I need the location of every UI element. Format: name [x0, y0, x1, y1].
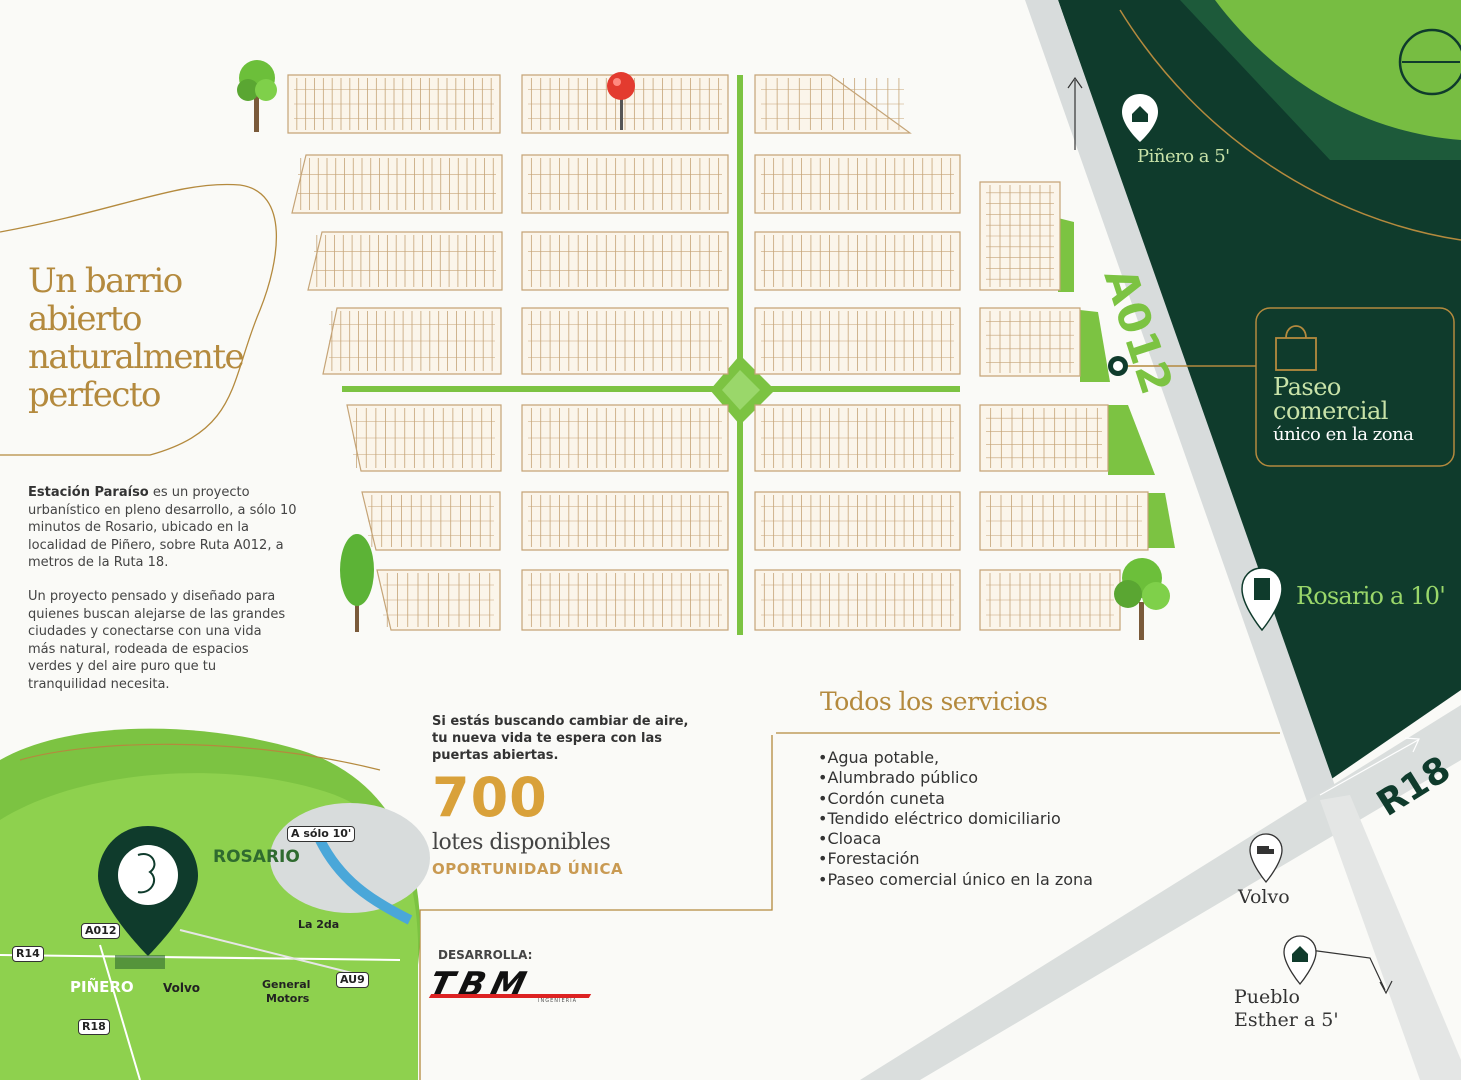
pinero-city-label: PIÑERO: [70, 978, 134, 996]
lot-block: [754, 569, 961, 631]
commercial-subtitle: único en la zona: [1273, 424, 1414, 445]
home-pin-icon: [1283, 935, 1317, 986]
tree-icon: [1114, 558, 1170, 640]
volvo-label: Volvo: [1238, 886, 1290, 908]
lot-block: [754, 404, 961, 472]
service-item: •Agua potable,: [818, 748, 940, 767]
developer-label: DESARROLLA:: [438, 948, 533, 962]
gm-map-label-2: Motors: [266, 992, 310, 1005]
lot-block: [979, 307, 1081, 377]
lot-block: [521, 231, 729, 291]
lot-block: [521, 491, 729, 551]
rosario-distance-badge: A sólo 10': [287, 826, 356, 842]
description-paragraph-1: Estación Paraíso es un proyecto urbaníst…: [28, 484, 298, 572]
headline-line: naturalmente: [28, 337, 245, 377]
lot-block: [322, 307, 502, 375]
lot-block: [346, 404, 502, 472]
services-list: •Agua potable, •Alumbrado público •Cordó…: [818, 748, 1093, 890]
lot-block: [754, 74, 912, 134]
description-paragraph-2: Un proyecto pensado y diseñado para quie…: [28, 589, 286, 692]
lot-block: [979, 404, 1109, 472]
building-pin-icon: [1241, 567, 1283, 632]
headline-line: Un barrio: [28, 261, 183, 301]
lot-block: [754, 154, 961, 214]
lot-block: [291, 154, 503, 214]
pueblo-esther-line1: Pueblo: [1234, 986, 1300, 1008]
lot-block: [361, 491, 501, 551]
lot-block: [521, 307, 729, 375]
location-pin-icon: [98, 826, 198, 956]
lot-block: [521, 154, 729, 214]
lot-block: [979, 569, 1121, 631]
service-item: •Forestación: [818, 849, 920, 869]
truck-pin-icon: [1249, 833, 1283, 884]
lot-block: [376, 569, 501, 631]
lot-block: [754, 231, 961, 291]
lots-count: 700: [432, 766, 548, 829]
call-to-action-text: Si estás buscando cambiar de aire, tu nu…: [432, 714, 689, 763]
home-pin-icon: [1122, 94, 1158, 142]
services-title: Todos los servicios: [820, 687, 1048, 716]
pinero-distance: Piñero a 5': [1137, 146, 1230, 167]
opportunity-label: OPORTUNIDAD ÚNICA: [432, 860, 624, 878]
road-badge-au9: AU9: [336, 972, 369, 988]
tree-icon: [340, 534, 374, 632]
headline-line: abierto: [28, 299, 142, 339]
service-item: •Alumbrado público: [818, 768, 979, 788]
road-badge-r14: R14: [12, 946, 44, 962]
road-badge-a012: A012: [81, 923, 121, 939]
lot-block: [754, 307, 961, 375]
lot-block: [307, 231, 503, 291]
description-text: es un proyecto urbanístico en pleno desa…: [28, 485, 297, 570]
location-marker-icon: [607, 72, 635, 130]
headline: Un barrio abierto naturalmente perfecto: [28, 261, 245, 415]
road-badge-r18: R18: [78, 1019, 110, 1035]
lot-block: [521, 74, 729, 134]
logo-subtext: INGENIERÍA: [538, 998, 577, 1004]
lot-block: [521, 569, 729, 631]
lot-block: [754, 491, 961, 551]
rosario-city-label: ROSARIO: [213, 847, 300, 867]
lot-block: [287, 74, 501, 134]
lot-block: [521, 404, 729, 472]
gm-map-label-1: General: [262, 978, 311, 991]
la2da-map-label: La 2da: [298, 918, 340, 931]
commercial-title-1: Paseo: [1273, 373, 1341, 401]
lot-block: [979, 181, 1061, 291]
headline-line: perfecto: [28, 375, 162, 415]
pueblo-esther-line2: Esther a 5': [1234, 1009, 1339, 1031]
service-item: •Paseo comercial único en la zona: [818, 869, 1093, 889]
commercial-title-2: comercial: [1273, 397, 1388, 425]
rosario-distance: Rosario a 10': [1296, 582, 1446, 610]
lots-label: lotes disponibles: [432, 830, 611, 855]
service-item: •Tendido eléctrico domiciliario: [818, 808, 1061, 828]
service-item: •Cloaca: [818, 829, 882, 849]
shopping-bag-icon: [1275, 325, 1317, 371]
volvo-map-label: Volvo: [163, 981, 201, 995]
service-item: •Cordón cuneta: [818, 788, 945, 808]
lot-block: [979, 491, 1149, 551]
developer-logo: TBM INGENIERÍA: [425, 965, 600, 1008]
brand-name: Estación Paraíso: [28, 485, 149, 500]
tree-icon: [237, 60, 277, 132]
